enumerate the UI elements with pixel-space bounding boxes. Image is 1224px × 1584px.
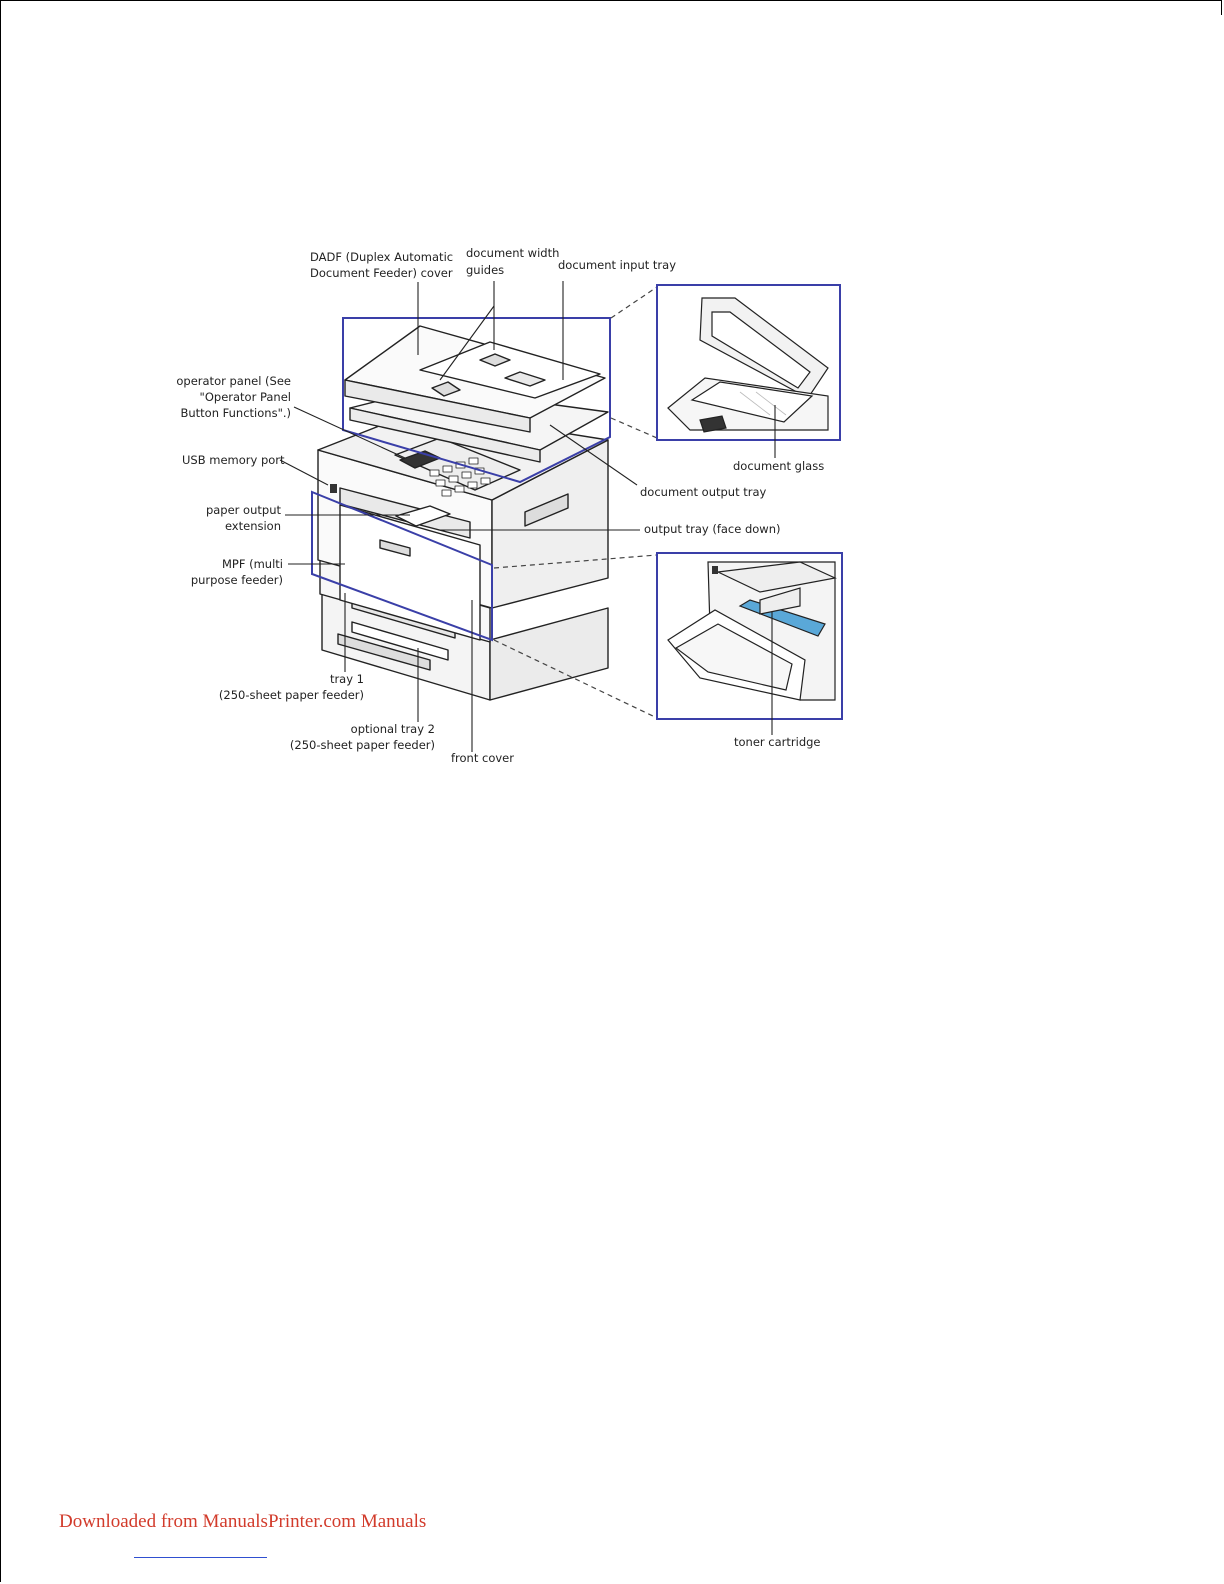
label-doc-glass: document glass: [733, 459, 824, 473]
label-doc-width-guides-2: guides: [466, 263, 504, 277]
label-operator-panel-2: "Operator Panel: [200, 390, 291, 404]
detail-document-glass: [656, 284, 841, 441]
label-tray1-2: (250-sheet paper feeder): [219, 688, 364, 702]
detail-toner-cartridge: [656, 552, 843, 720]
label-doc-width-guides-1: document width: [466, 246, 559, 260]
label-operator-panel-1: operator panel (See: [176, 374, 291, 388]
footer-underline: [134, 1557, 267, 1558]
label-mpf-2: purpose feeder): [191, 573, 283, 587]
label-output-tray: output tray (face down): [644, 522, 780, 536]
label-mpf-1: MPF (multi: [222, 557, 283, 571]
label-toner-cartridge: toner cartridge: [734, 735, 821, 749]
label-front-cover: front cover: [451, 751, 514, 765]
detail-connectors: [493, 286, 658, 719]
label-doc-input-tray: document input tray: [558, 258, 676, 272]
label-paper-output-ext-1: paper output: [206, 503, 282, 517]
callout-labels: DADF (Duplex Automatic Document Feeder) …: [176, 246, 824, 765]
mpf-highlight: [311, 490, 493, 642]
dadf-highlight: [342, 317, 611, 484]
leader-lines: [279, 281, 776, 752]
label-dadf-cover-1: DADF (Duplex Automatic: [310, 250, 453, 264]
label-paper-output-ext-2: extension: [225, 519, 281, 533]
footer-download-link[interactable]: Downloaded from ManualsPrinter.com Manua…: [59, 1511, 427, 1532]
label-doc-output-tray: document output tray: [640, 485, 767, 499]
label-tray1-1: tray 1: [330, 672, 364, 686]
label-optional-tray2-2: (250-sheet paper feeder): [290, 738, 435, 752]
label-dadf-cover-2: Document Feeder) cover: [310, 266, 453, 280]
highlight-frames: [311, 317, 611, 642]
label-usb-port: USB memory port: [182, 453, 285, 467]
label-operator-panel-3: Button Functions".): [180, 406, 291, 420]
label-optional-tray2-1: optional tray 2: [351, 722, 435, 736]
